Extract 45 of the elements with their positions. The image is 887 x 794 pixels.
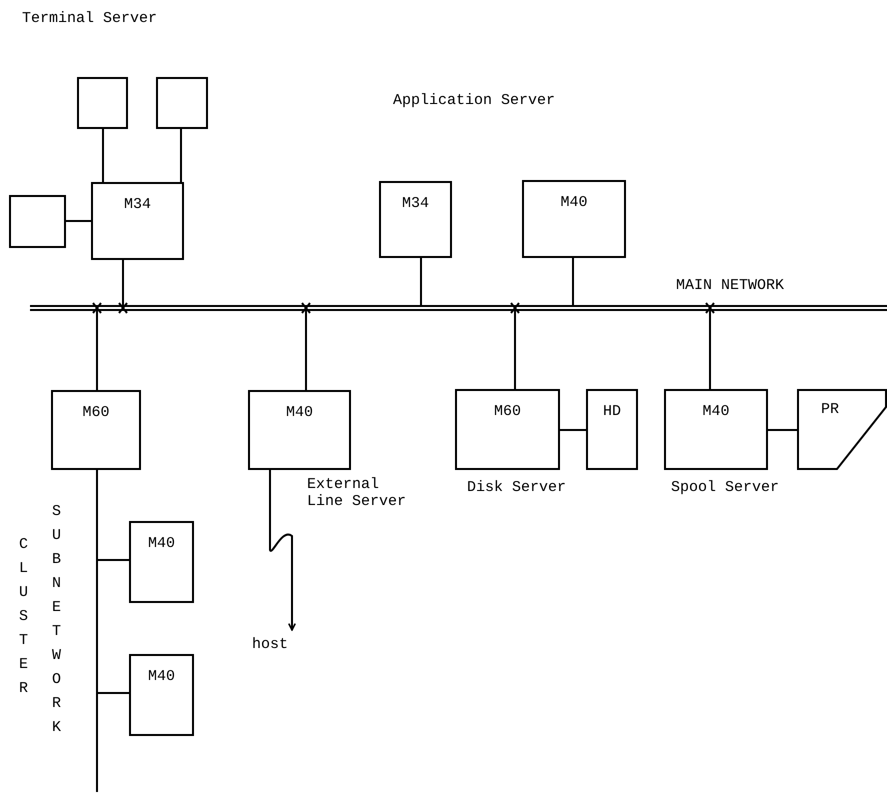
connector-line: [102, 129, 104, 182]
computer-box: [129, 521, 194, 603]
connector-line: [514, 311, 516, 389]
connector-line: [122, 260, 124, 305]
connector-line: [98, 692, 129, 694]
node-label: SUBNETWORK: [50, 502, 62, 738]
node-label: M40: [284, 404, 314, 421]
terminal-box: [156, 77, 208, 129]
computer-box: [51, 390, 141, 470]
connector-line: [305, 311, 307, 390]
node-label: M40: [701, 403, 730, 420]
arrow: [269, 470, 296, 631]
node-label: M34: [122, 196, 152, 213]
node-label: M34: [400, 195, 430, 212]
terminal-box: [77, 77, 128, 129]
node-label: Disk Server: [467, 479, 566, 496]
node-label: PR: [821, 401, 840, 418]
node-label: CLUSTER: [18, 535, 29, 699]
heading-label: Terminal Server: [22, 10, 158, 27]
terminal-box: [9, 195, 66, 248]
computer-box: [379, 181, 452, 258]
connector-line: [709, 311, 711, 389]
connector-line: [420, 258, 422, 305]
computer-box: [522, 180, 626, 258]
heading-label: Application Server: [393, 92, 556, 109]
node-label: HD: [602, 403, 622, 420]
connector-line: [180, 129, 182, 182]
connector-line: [98, 559, 129, 561]
connector-line: [560, 429, 586, 431]
node-label: M40: [559, 194, 588, 211]
node-label: M60: [492, 403, 522, 420]
computer-box: [129, 654, 194, 736]
connector-line: [66, 220, 91, 222]
destination-label: host: [252, 636, 288, 653]
connector-line: [96, 470, 98, 478]
connector-line: [768, 429, 797, 431]
connector-line: [572, 258, 574, 305]
node-label: M40: [146, 535, 176, 552]
node-label: External Line Server: [307, 476, 408, 510]
node-label: MAIN NETWORK: [676, 277, 784, 294]
node-label: M60: [81, 404, 110, 421]
computer-box: [91, 182, 184, 260]
node-label: M40: [146, 668, 176, 685]
node-label: Spool Server: [671, 479, 780, 496]
connector-line: [96, 311, 98, 390]
